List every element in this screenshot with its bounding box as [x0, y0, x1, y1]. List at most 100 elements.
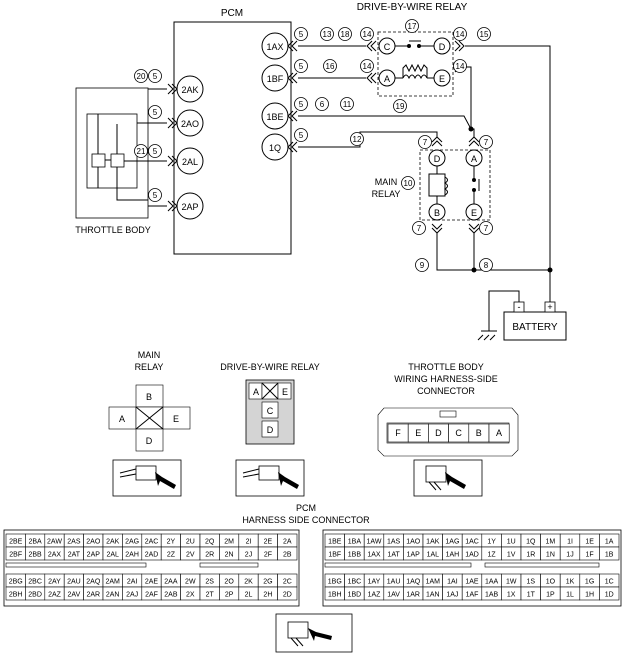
wire-number: 7	[484, 224, 489, 233]
main-relay-title-1: MAIN	[375, 177, 398, 187]
pcm-pin-label: 2AG	[125, 539, 139, 546]
wire-number: 7	[417, 224, 422, 233]
pcm-pin-label: 2Y	[167, 539, 176, 546]
pcm-pin-label: 1A	[605, 539, 614, 546]
pcm-pin-label: 1AX	[367, 552, 381, 559]
wire-number-badge	[479, 135, 493, 149]
pcm-pin-label: 1AL	[427, 552, 440, 559]
pcm-pin-label: 1O	[546, 579, 556, 586]
pcm-pin-label: 1W	[506, 579, 517, 586]
pcm-pin-label: 1G	[585, 579, 594, 586]
main-relay-conn-b: B	[146, 392, 152, 402]
pcm-pin-label: 1D	[605, 592, 614, 599]
wire-number-badge	[479, 221, 493, 235]
wire-number: 7	[484, 138, 489, 147]
pcm-pin-label: 1V	[507, 552, 516, 559]
throttle-body-wiring	[97, 88, 167, 207]
wires	[298, 45, 551, 302]
wire-number: 10	[404, 179, 413, 188]
main-relay-coil-symbol	[428, 166, 448, 204]
pcm-pin-label: 1BA	[348, 539, 362, 546]
pcm-pin-label: 1AV	[387, 592, 400, 599]
wire-number-badge	[360, 59, 374, 73]
pcm-pin-label: 1L	[566, 592, 574, 599]
pcm-pin-label: 2C	[283, 579, 292, 586]
pcm-pin-2ak-label: 2AK	[181, 85, 198, 95]
wire-number-badge	[350, 132, 364, 146]
pcm-pin-label: 1AU	[387, 579, 401, 586]
wire-number: 5	[153, 191, 158, 200]
wire-number-badge	[148, 69, 162, 83]
pcm-pin-label: 2BE	[9, 539, 23, 546]
wire-number: 5	[153, 108, 158, 117]
tb-pin-label: D	[435, 428, 442, 438]
wire-number-badge	[453, 27, 467, 41]
pcm-plug-icon	[275, 613, 353, 653]
pcm-sub-title-1: PCM	[296, 503, 316, 513]
main-relay-switch-symbol	[472, 166, 480, 204]
dbw-relay-title: DRIVE-BY-WIRE RELAY	[357, 2, 468, 13]
pcm-pin-label: 2AI	[127, 579, 138, 586]
wire-number-badge	[401, 176, 415, 190]
pcm-pin-label: 2AV	[68, 592, 81, 599]
dbw-switch-symbol	[395, 40, 434, 48]
dbw-conn-c: C	[267, 406, 274, 416]
pcm-pin-label: 1BD	[348, 592, 362, 599]
pcm-right-connector-frame	[322, 529, 622, 607]
pcm-pin-label: 1AN	[426, 592, 440, 599]
pcm-pin-label: 1AB	[485, 592, 499, 599]
throttle-body-outer	[75, 87, 149, 219]
wire-number: 14	[363, 62, 372, 71]
pcm-pin-label: 2F	[264, 552, 272, 559]
pcm-pin-label: 2AU	[67, 579, 81, 586]
dbw-relay-sub-title: DRIVE-BY-WIRE RELAY	[220, 362, 320, 372]
wire-number: 16	[326, 62, 335, 71]
wire-number-badge	[405, 19, 419, 33]
pcm-pin-label: 2T	[206, 592, 215, 599]
main-relay-sub-title-2: RELAY	[135, 362, 164, 372]
pcm-pin-label: 2BD	[28, 592, 42, 599]
pcm-pin-label: 1P	[546, 592, 555, 599]
pcm-pin-label: 2AM	[105, 579, 120, 586]
wire-number-badge	[315, 97, 329, 111]
wire-number: 18	[341, 30, 350, 39]
pcm-pin-label: 1BH	[328, 592, 342, 599]
pcm-pin-label: 1AP	[407, 552, 421, 559]
pcm-pin-label: 1T	[527, 592, 536, 599]
pcm-pin-label: 2AH	[125, 552, 139, 559]
dbw-pin-c-label: C	[384, 42, 391, 52]
pcm-pin-label: 2AT	[68, 552, 81, 559]
wire-number: 6	[320, 100, 325, 109]
pcm-pin-cell	[599, 546, 620, 561]
pcm-left-connector-frame	[3, 529, 300, 607]
pcm-pin-label: 1AJ	[446, 592, 458, 599]
wire-number: 14	[456, 30, 465, 39]
wire-number: 14	[363, 30, 372, 39]
pcm-pin-label: 2BA	[28, 539, 42, 546]
pcm-pin-label: 1AZ	[368, 592, 382, 599]
tb-pin-label: E	[415, 428, 421, 438]
main-relay-pin-b-label: B	[434, 208, 440, 218]
pcm-pin-label: 1B	[605, 552, 614, 559]
pcm-pin-label: 1R	[526, 552, 535, 559]
wire-number: 21	[137, 147, 146, 156]
pcm-title: PCM	[221, 8, 243, 19]
wire-number: 17	[408, 22, 417, 31]
junction-dot-2	[471, 267, 477, 273]
pcm-pin-label: 2AZ	[48, 592, 62, 599]
wire-number: 11	[343, 100, 352, 109]
pcm-pin-label: 2AR	[86, 592, 100, 599]
tb-pin-label: B	[476, 428, 482, 438]
wire-number: 19	[396, 102, 405, 111]
pcm-pin-label: 2AW	[47, 539, 62, 546]
wire-number-badge	[453, 59, 467, 73]
dbw-conn-e: E	[282, 387, 288, 397]
pcm-pin-label: 2P	[225, 592, 234, 599]
pcm-connector-chevrons	[167, 40, 298, 212]
pcm-pin-label: 2D	[283, 592, 292, 599]
wire-number: 5	[299, 62, 304, 71]
pcm-pin-label: 2AJ	[126, 592, 138, 599]
wire-number-badge	[412, 221, 426, 235]
pcm-pin-label: 1F	[586, 552, 594, 559]
